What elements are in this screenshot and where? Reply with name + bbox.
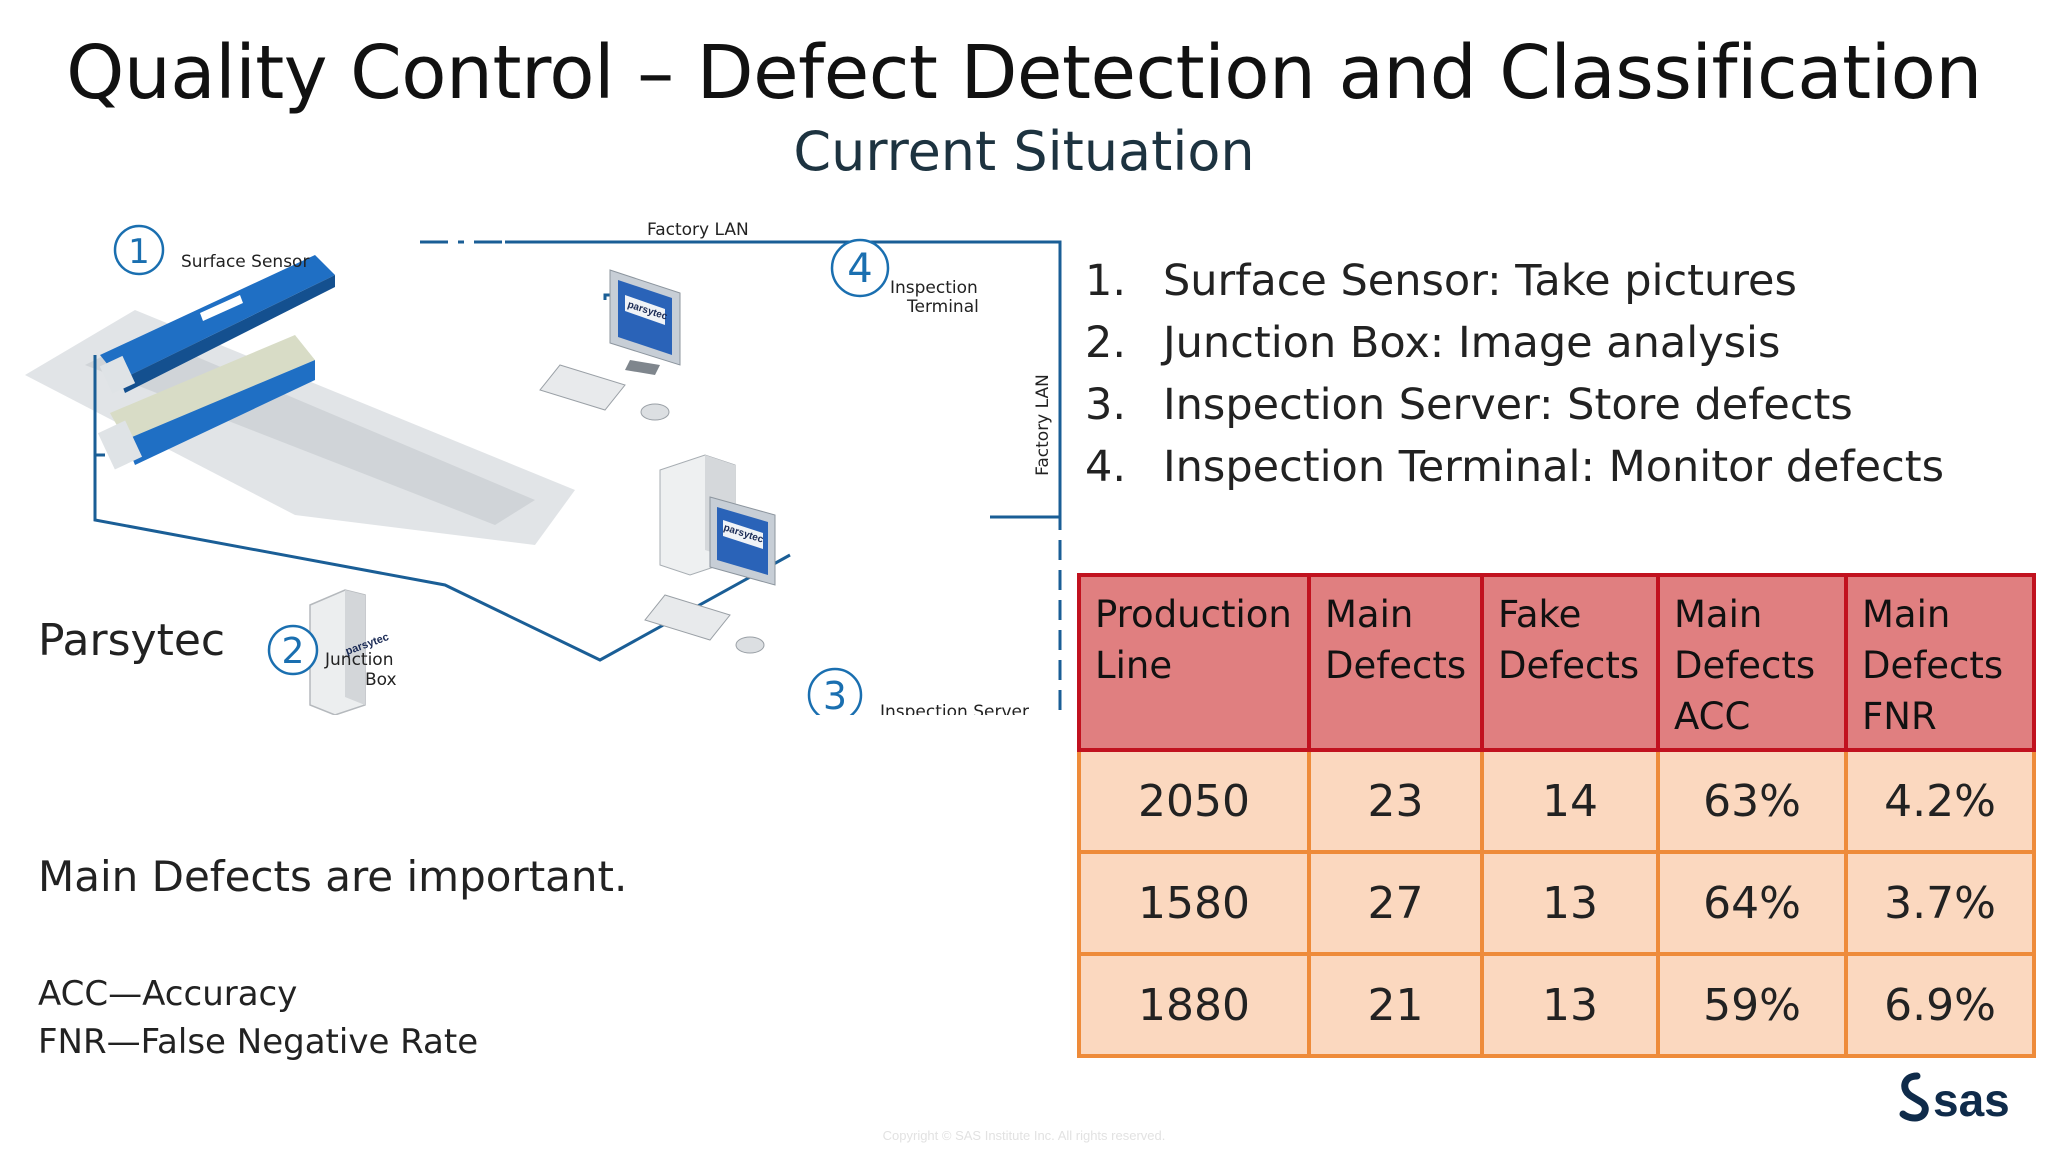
lighting-unit-device — [97, 335, 315, 470]
table-row: 1880 21 13 59% 6.9% — [1077, 952, 2036, 1058]
label-inspection-terminal-2: Terminal — [906, 297, 979, 317]
label-inspection-server: Inspection Server — [880, 702, 1029, 715]
copyright-footer: Copyright © SAS Institute Inc. All right… — [882, 1128, 1166, 1143]
marker-3: 3 — [823, 674, 847, 715]
table-row: 2050 23 14 63% 4.2% — [1077, 748, 2036, 854]
sas-logo-mark — [1899, 1072, 1929, 1122]
marker-1: 1 — [128, 232, 150, 272]
cell: 64% — [1656, 850, 1848, 956]
inspection-terminal-device: parsytec — [539, 269, 681, 421]
component-list: 1.Surface Sensor: Take pictures 2.Juncti… — [1085, 250, 1944, 498]
inspection-server-device: parsytec — [644, 454, 776, 654]
cell: 3.7% — [1844, 850, 2036, 956]
component-list-item: 3.Inspection Server: Store defects — [1085, 380, 1853, 430]
component-list-item: 2.Junction Box: Image analysis — [1085, 318, 1781, 368]
abbr-fnr: FNR—False Negative Rate — [38, 1022, 479, 1062]
cell: 2050 — [1077, 748, 1311, 854]
component-list-item: 4.Inspection Terminal: Monitor defects — [1085, 442, 1945, 492]
marker-circle-2 — [267, 624, 319, 676]
cell: 23 — [1307, 748, 1484, 854]
cell: 13 — [1480, 952, 1660, 1058]
cell: 63% — [1656, 748, 1848, 854]
cell: 27 — [1307, 850, 1484, 956]
marker-circle-3 — [807, 667, 863, 715]
slide-subtitle: Current Situation — [793, 120, 1255, 183]
label-inspection-terminal-1: Inspection — [890, 278, 978, 298]
cell: 1880 — [1077, 952, 1311, 1058]
cell: 14 — [1480, 748, 1660, 854]
marker-4: 4 — [847, 246, 872, 292]
cell: 4.2% — [1844, 748, 2036, 854]
vendor-label: Parsytec — [38, 615, 226, 666]
marker-circle-1 — [113, 224, 165, 276]
label-factory-lan-side: Factory LAN — [1033, 374, 1053, 476]
label-factory-lan-top: Factory LAN — [647, 220, 749, 240]
slide-title: Quality Control – Defect Detection and C… — [66, 30, 1982, 116]
label-junction-box-2: Box — [365, 670, 397, 690]
label-surface-sensor: Surface Sensor — [181, 252, 309, 272]
label-junction-box-1: Junction — [324, 650, 393, 670]
surface-sensor-device — [99, 255, 335, 394]
abbr-acc: ACC—Accuracy — [38, 974, 298, 1014]
component-list-item: 1.Surface Sensor: Take pictures — [1085, 256, 1797, 306]
table-row: 1580 27 13 64% 3.7% — [1077, 850, 2036, 956]
sas-logo-text: sas — [1933, 1074, 2010, 1126]
cell: 59% — [1656, 952, 1848, 1058]
cell: 6.9% — [1844, 952, 2036, 1058]
sas-logo: sas — [1899, 1072, 2010, 1126]
importance-note: Main Defects are important. — [38, 852, 628, 901]
inspection-system-diagram: parsytec parsytec parsytec 1 2 3 4 Surfa… — [25, 220, 1062, 715]
abbreviation-legend: ACC—Accuracy FNR—False Negative Rate — [38, 970, 478, 1066]
marker-2: 2 — [282, 631, 305, 672]
cell: 21 — [1307, 952, 1484, 1058]
marker-circle-4 — [830, 238, 890, 298]
cell: 1580 — [1077, 850, 1311, 956]
cell: 13 — [1480, 850, 1660, 956]
